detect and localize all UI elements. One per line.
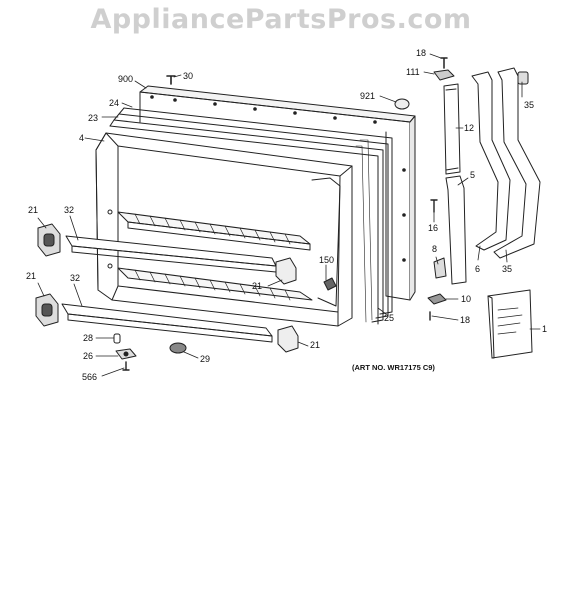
callout-35-top: 35 [524,100,535,110]
shelf-end-caps [35,223,299,353]
callout-111: 111 [406,67,420,77]
callout-10: 10 [461,294,472,304]
small-hardware [113,75,410,371]
callout-1: 1 [542,324,548,334]
callout-921: 921 [360,91,376,101]
callout-900: 900 [118,74,134,84]
callout-150: 150 [319,255,335,265]
callout-24: 24 [109,98,120,108]
callout-566: 566 [82,372,98,382]
callout-6: 6 [475,264,481,274]
callout-21-lower-right: 21 [310,340,321,350]
leader-lines [37,53,541,377]
callout-26: 26 [83,351,94,361]
callout-5: 5 [470,170,476,180]
callout-28: 28 [83,333,94,343]
callout-8: 8 [432,244,438,254]
callout-18-top: 18 [416,48,427,58]
door-shelf-bars [61,235,277,343]
callout-25: 25 [384,313,395,323]
callout-16: 16 [428,223,439,233]
watermark: AppliancePartsPros.com [90,4,472,35]
callout-29: 29 [200,354,211,364]
art-number: (ART NO. WR17175 C9) [352,363,435,372]
callout-18-bottom: 18 [460,315,471,325]
callout-4: 4 [79,133,85,143]
callout-32-upper: 32 [64,205,75,215]
callout-12: 12 [464,123,475,133]
callout-23: 23 [88,113,99,123]
callout-21-upper-left: 21 [28,205,39,215]
callout-21-lower-left: 21 [26,271,37,281]
callout-32-lower: 32 [70,273,81,283]
outer-door-panel [139,85,416,301]
door-gasket-layers [109,107,393,325]
hinge-and-trim-parts [427,57,541,359]
callout-21-center: 21 [252,281,263,291]
inner-door-liner [95,132,353,327]
callout-35-bottom: 35 [502,264,513,274]
callout-30: 30 [183,71,194,81]
